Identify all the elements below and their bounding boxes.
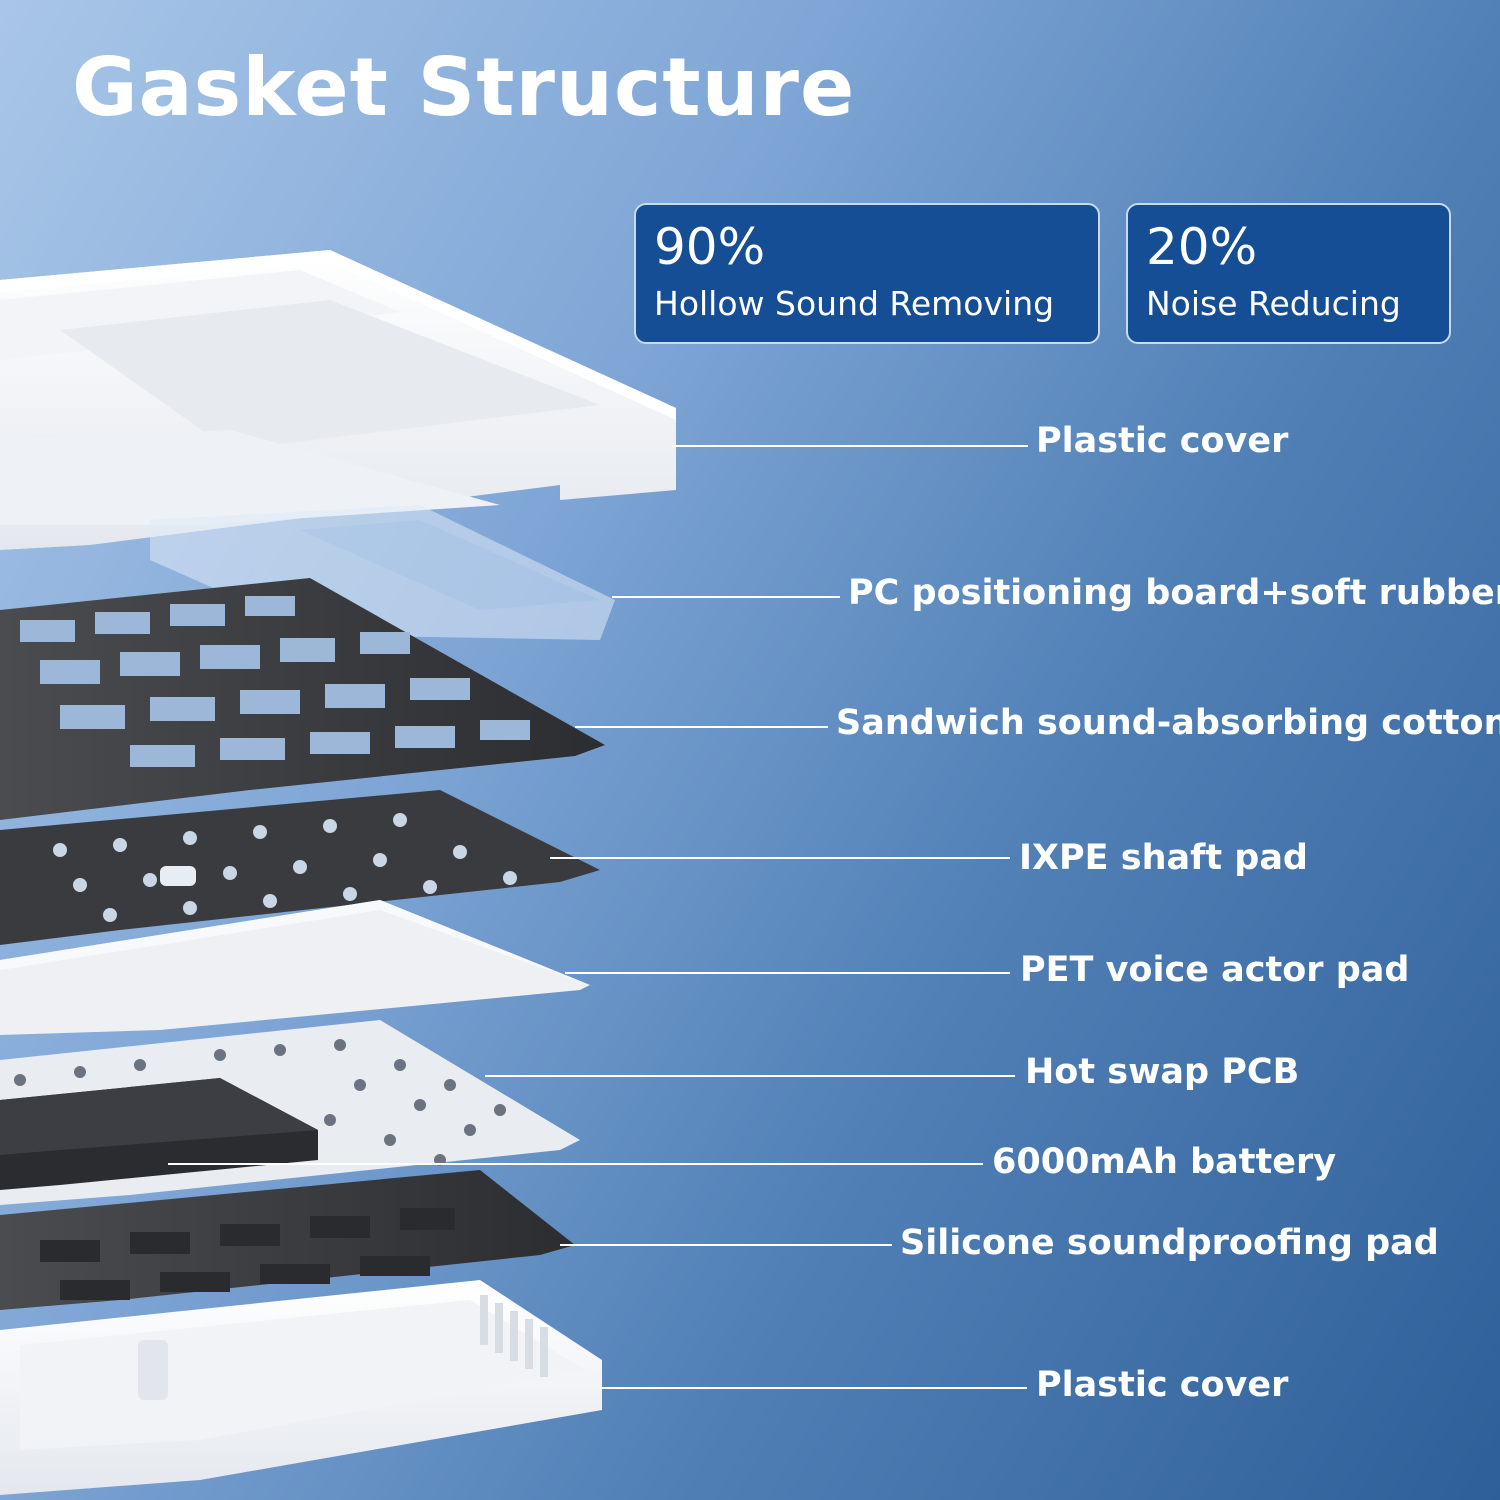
callout-line-pc-board <box>612 596 840 598</box>
callout-silicone-pad: Silicone soundproofing pad <box>900 1223 1439 1263</box>
callout-hot-swap-pcb: Hot swap PCB <box>1025 1052 1300 1092</box>
callout-bottom-plastic-cover: Plastic cover <box>1036 1365 1289 1405</box>
callout-line-sandwich <box>575 726 828 728</box>
callout-ixpe-shaft-pad: IXPE shaft pad <box>1019 838 1308 878</box>
bottom-plastic-cover-shape <box>0 1280 602 1495</box>
ixpe-shaft-pad-shape <box>0 790 600 945</box>
callout-battery: 6000mAh battery <box>992 1142 1337 1182</box>
stat-value: 20% <box>1146 218 1258 276</box>
stat-label: Hollow Sound Removing <box>654 284 1055 323</box>
callout-line-bottom-cover <box>602 1387 1027 1389</box>
pet-pad-shape <box>0 900 590 1035</box>
page-title: Gasket Structure <box>72 41 856 134</box>
callout-line-pet <box>565 972 1010 974</box>
stat-value: 90% <box>654 218 766 276</box>
callout-line-battery <box>168 1163 983 1165</box>
silicone-pad-shape <box>0 1170 575 1310</box>
callout-top-plastic-cover: Plastic cover <box>1036 421 1289 461</box>
battery-shape <box>0 1078 318 1190</box>
callout-sandwich-cotton: Sandwich sound-absorbing cotton <box>836 703 1500 743</box>
callout-line-top-cover <box>672 445 1028 447</box>
callout-line-ixpe <box>550 857 1010 859</box>
callout-pc-positioning-board: PC positioning board+soft rubber <box>848 573 1500 613</box>
stat-label: Noise Reducing <box>1146 284 1401 323</box>
top-plastic-cover-shape <box>0 250 676 550</box>
stat-box-hollow-sound: 90% Hollow Sound Removing <box>634 203 1100 344</box>
callout-line-silicone <box>560 1244 892 1246</box>
sandwich-cotton-shape <box>0 578 605 820</box>
callout-pet-pad: PET voice actor pad <box>1020 950 1410 990</box>
stat-box-noise-reducing: 20% Noise Reducing <box>1126 203 1451 344</box>
callout-line-pcb <box>485 1075 1015 1077</box>
